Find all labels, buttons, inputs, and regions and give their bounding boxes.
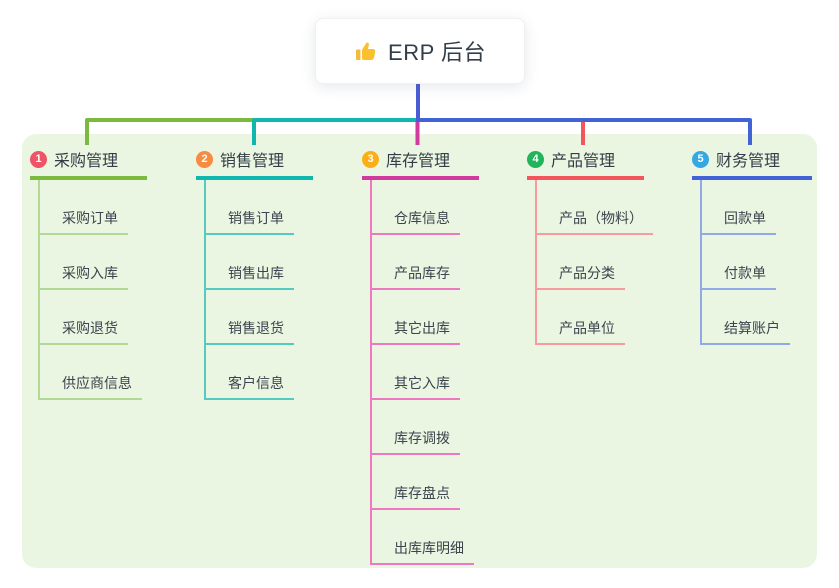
- sub-topic-label[interactable]: 其它入库: [372, 373, 460, 400]
- branch-number-badge: 2: [196, 150, 213, 168]
- sub-topic-node: 销售订单: [206, 180, 313, 235]
- sub-topic-node: 销售出库: [206, 235, 313, 290]
- sub-topic-node: 出库库明细: [372, 510, 479, 565]
- branch-number-badge: 5: [692, 150, 709, 168]
- branch-number-badge: 1: [30, 150, 47, 168]
- branch-title-label: 采购管理: [54, 153, 119, 170]
- branch-title-node[interactable]: 1 采购管理: [30, 146, 147, 180]
- sub-topic-label[interactable]: 销售订单: [206, 208, 294, 235]
- sub-topic-label[interactable]: 客户信息: [206, 373, 294, 400]
- sub-topic-node: 客户信息: [206, 345, 313, 400]
- branch-column: 2 销售管理 销售订单 销售出库 销售退货 客户信息: [196, 146, 313, 400]
- branch-children: 仓库信息 产品库存 其它出库 其它入库 库存调拨 库存盘点 出库库明细: [370, 180, 479, 565]
- root-title: ERP 后台: [388, 40, 486, 65]
- sub-topic-node: 付款单: [702, 235, 812, 290]
- branch-title-label: 销售管理: [220, 153, 285, 170]
- branch-group-panel: [22, 134, 817, 568]
- sub-topic-node: 库存盘点: [372, 455, 479, 510]
- sub-topic-node: 产品（物料）: [537, 180, 653, 235]
- sub-topic-label[interactable]: 付款单: [702, 263, 776, 290]
- sub-topic-label[interactable]: 供应商信息: [40, 373, 142, 400]
- sub-topic-label[interactable]: 产品（物料）: [537, 208, 653, 235]
- sub-topic-node: 产品分类: [537, 235, 644, 290]
- branch-children: 产品（物料） 产品分类 产品单位: [535, 180, 653, 345]
- root-node[interactable]: ERP 后台: [315, 18, 525, 84]
- sub-topic-node: 其它入库: [372, 345, 479, 400]
- branch-column: 1 采购管理 采购订单 采购入库 采购退货 供应商信息: [30, 146, 147, 400]
- sub-topic-node: 回款单: [702, 180, 812, 235]
- branch-title-node[interactable]: 5 财务管理: [692, 146, 812, 180]
- sub-topic-label[interactable]: 仓库信息: [372, 208, 460, 235]
- sub-topic-label[interactable]: 结算账户: [702, 318, 790, 345]
- sub-topic-node: 结算账户: [702, 290, 812, 345]
- sub-topic-node: 供应商信息: [40, 345, 147, 400]
- branch-title-node[interactable]: 3 库存管理: [362, 146, 479, 180]
- sub-topic-node: 销售退货: [206, 290, 313, 345]
- branch-children: 销售订单 销售出库 销售退货 客户信息: [204, 180, 313, 400]
- thumbs-up-icon: [354, 39, 378, 63]
- sub-topic-label[interactable]: 库存盘点: [372, 483, 460, 510]
- sub-topic-label[interactable]: 采购订单: [40, 208, 128, 235]
- sub-topic-node: 仓库信息: [372, 180, 479, 235]
- branch-title-label: 财务管理: [716, 153, 781, 170]
- sub-topic-node: 产品单位: [537, 290, 644, 345]
- sub-topic-label[interactable]: 库存调拨: [372, 428, 460, 455]
- branch-title-label: 产品管理: [551, 153, 616, 170]
- sub-topic-label[interactable]: 销售退货: [206, 318, 294, 345]
- branch-children: 回款单 付款单 结算账户: [700, 180, 812, 345]
- branch-column: 4 产品管理 产品（物料） 产品分类 产品单位: [527, 146, 653, 345]
- sub-topic-node: 产品库存: [372, 235, 479, 290]
- branch-number-badge: 4: [527, 150, 544, 168]
- sub-topic-label[interactable]: 采购退货: [40, 318, 128, 345]
- sub-topic-node: 其它出库: [372, 290, 479, 345]
- sub-topic-label[interactable]: 产品库存: [372, 263, 460, 290]
- branch-column: 3 库存管理 仓库信息 产品库存 其它出库 其它入库 库存调拨 库存盘点 出库库…: [362, 146, 479, 565]
- branch-title-label: 库存管理: [386, 153, 451, 170]
- sub-topic-label[interactable]: 产品分类: [537, 263, 625, 290]
- sub-topic-label[interactable]: 产品单位: [537, 318, 625, 345]
- sub-topic-label[interactable]: 出库库明细: [372, 538, 474, 565]
- branch-number-badge: 3: [362, 150, 379, 168]
- sub-topic-label[interactable]: 采购入库: [40, 263, 128, 290]
- branch-title-node[interactable]: 4 产品管理: [527, 146, 644, 180]
- branch-column: 5 财务管理 回款单 付款单 结算账户: [692, 146, 812, 345]
- sub-topic-label[interactable]: 其它出库: [372, 318, 460, 345]
- sub-topic-node: 采购入库: [40, 235, 147, 290]
- sub-topic-node: 采购订单: [40, 180, 147, 235]
- sub-topic-node: 库存调拨: [372, 400, 479, 455]
- branch-children: 采购订单 采购入库 采购退货 供应商信息: [38, 180, 147, 400]
- branch-title-node[interactable]: 2 销售管理: [196, 146, 313, 180]
- sub-topic-node: 采购退货: [40, 290, 147, 345]
- sub-topic-label[interactable]: 回款单: [702, 208, 776, 235]
- sub-topic-label[interactable]: 销售出库: [206, 263, 294, 290]
